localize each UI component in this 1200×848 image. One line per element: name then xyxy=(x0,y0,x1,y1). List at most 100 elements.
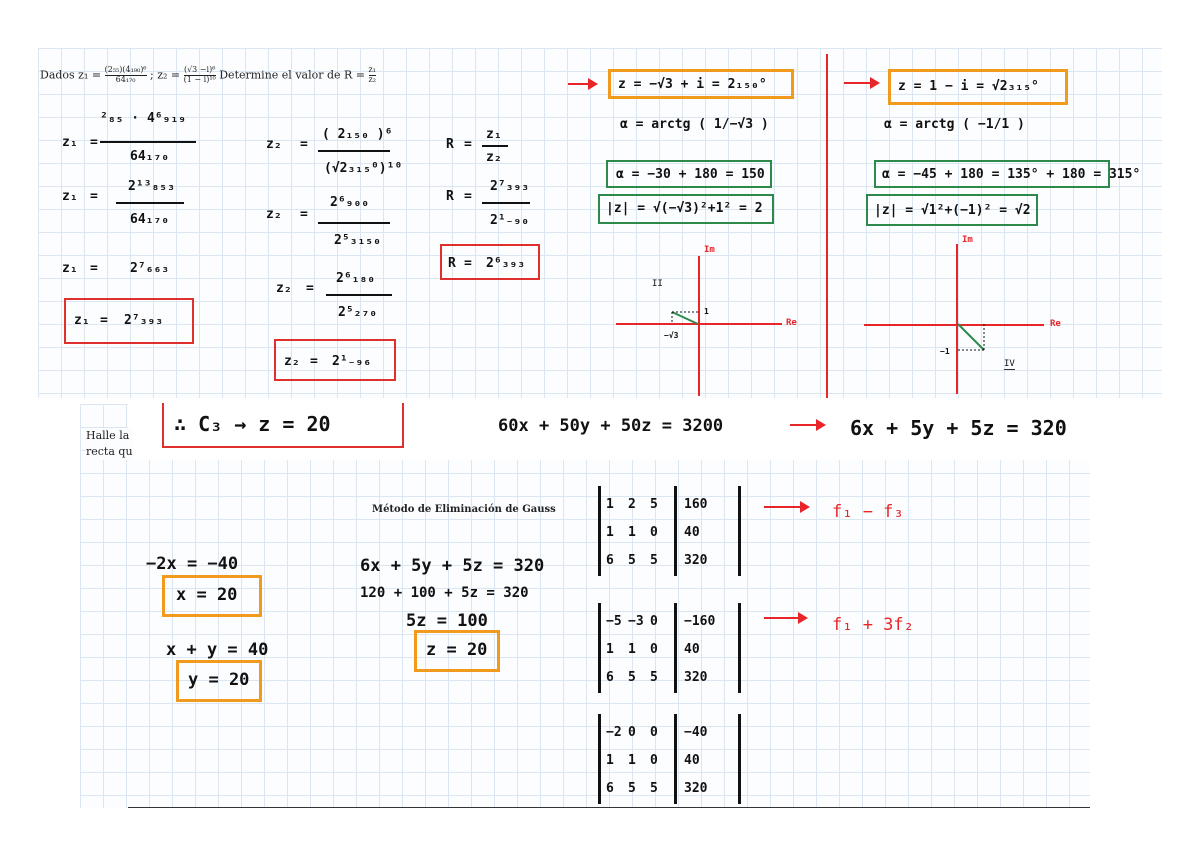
z1-result-box xyxy=(64,298,194,344)
page-bottom-line xyxy=(128,807,1090,808)
matrix-cell: 1 xyxy=(606,497,614,512)
arrow-op1 xyxy=(764,501,810,513)
problem2-prompt: Halle la recta qu xyxy=(86,428,133,460)
matrix-cell: 6 xyxy=(606,670,614,685)
polar-b-angle-box xyxy=(874,160,1110,188)
polar-a-im-axis xyxy=(698,256,700,396)
polar-b-im-axis xyxy=(956,244,958,394)
r-result-box xyxy=(440,244,540,280)
z2-step3-fraction-line xyxy=(326,294,392,296)
polar-b-modulus: |z| = √1²+(−1)² = √2 xyxy=(874,203,1031,218)
r-label-1: R xyxy=(446,137,454,152)
r-result-value: 2⁶₃₉₃ xyxy=(486,256,526,271)
prompt-mid: ; z₂ = xyxy=(150,68,184,82)
z2-step2-num: 2⁶₉₀₀ xyxy=(330,195,370,210)
polar-a-angle-box xyxy=(606,160,772,188)
matrix-cell: 40 xyxy=(684,753,700,768)
polar-b-form: z = 1 − i = √2₃₁₅° xyxy=(898,79,1039,94)
r-step2-fraction-line xyxy=(482,202,530,204)
equals-sign: = xyxy=(310,354,318,369)
equals-sign: = xyxy=(90,189,98,204)
matrix-cell: −2 xyxy=(606,725,622,740)
matrix-cell: 5 xyxy=(650,553,658,568)
z1-step1-fraction-line xyxy=(100,141,196,143)
prompt-suffix: Determine el valor de R = xyxy=(219,68,369,82)
prompt-z1-fraction: (2₅₅)(4₁₉₀)⁶ 64₁₇₀ xyxy=(104,65,147,85)
z1-label-3: z₁ xyxy=(62,261,78,276)
solve-x-equation: −2x = −40 xyxy=(146,554,239,574)
prompt-prefix: Dados z₁ = xyxy=(40,68,105,82)
matrix-cell: 5 xyxy=(650,497,658,512)
polar-b-im-label: Im xyxy=(962,235,973,245)
matrix-cell: 0 xyxy=(628,725,636,740)
z1-step2-num: 2¹³₈₅₃ xyxy=(128,179,175,194)
z2-step1-num: ( 2₁₅₀ )⁶ xyxy=(322,127,393,142)
polar-b-re-label: Re xyxy=(1050,319,1061,329)
z2-step3-den: 2⁵₂₇₀ xyxy=(338,305,378,320)
z1-step3: 2⁷₆₆₃ xyxy=(130,261,170,276)
equals-sign: = xyxy=(464,137,472,152)
matrix-cell: 0 xyxy=(650,614,658,629)
polar-b-tick-neg1: −1 xyxy=(940,347,950,356)
c3-result: ∴ C₃ → z = 20 xyxy=(174,412,331,436)
prompt-z2-fraction: (√3 −i)⁶ (1 − i)¹⁰ xyxy=(183,65,216,85)
polar-a-re-label: Re xyxy=(786,318,797,328)
matrix-cell: 320 xyxy=(684,670,708,685)
polar-b-angle-value: α = −45 + 180 = 135° + 180 = 315° xyxy=(882,167,1141,182)
matrix-cell: 6 xyxy=(606,553,614,568)
matrix-cell: 0 xyxy=(650,525,658,540)
r-step1-fraction-line xyxy=(482,145,508,147)
matrix-cell: 0 xyxy=(650,725,658,740)
polar-b-re-axis xyxy=(864,324,1044,326)
arrow-simplify xyxy=(790,419,826,431)
matrix-augment-divider xyxy=(674,486,677,576)
solve-z-equation-1: 6x + 5y + 5z = 320 xyxy=(360,556,545,576)
equation-original: 60x + 50y + 50z = 3200 xyxy=(498,416,724,436)
equals-sign: = xyxy=(90,261,98,276)
polar-b-vector xyxy=(957,323,985,351)
prompt-z2-num: (√3 −i)⁶ xyxy=(183,65,216,76)
matrix-left-bracket xyxy=(598,486,601,576)
z1-result-label: z₁ xyxy=(74,313,90,328)
row-operation-2: f₁ + 3f₂ xyxy=(832,615,914,635)
prompt-z2-den: (1 − i)¹⁰ xyxy=(183,74,216,84)
z1-step2-den: 64₁₇₀ xyxy=(130,212,170,227)
polar-b-angle-formula: α = arctg ( −1/1 ) xyxy=(884,117,1025,132)
prompt-r-fraction: z₁ z₂ xyxy=(368,65,376,85)
y-result: y = 20 xyxy=(188,670,250,690)
z1-result-value: 2⁷₃₉₃ xyxy=(124,313,164,328)
polar-b-modulus-box xyxy=(866,194,1038,226)
matrix-cell: 1 xyxy=(628,642,636,657)
z2-result-value: 2¹₋₉₆ xyxy=(332,354,372,369)
solve-y-equation: x + y = 40 xyxy=(166,640,269,660)
matrix-cell: 2 xyxy=(628,497,636,512)
matrix-cell: 1 xyxy=(628,525,636,540)
matrix-cell: −160 xyxy=(684,614,716,629)
prompt-r-den: z₂ xyxy=(368,74,376,84)
problem1-statement: Dados z₁ = (2₅₅)(4₁₉₀)⁶ 64₁₇₀ ; z₂ = (√3… xyxy=(40,65,376,85)
section-divider xyxy=(826,54,828,398)
matrix-cell: −40 xyxy=(684,725,708,740)
polar-a-vector xyxy=(671,311,699,325)
prompt-z1-num: (2₅₅)(4₁₉₀)⁶ xyxy=(104,65,147,76)
matrix-cell: 1 xyxy=(606,753,614,768)
z2-label-1: z₂ xyxy=(266,137,282,152)
matrix-cell: 5 xyxy=(628,553,636,568)
z1-label-1: z₁ xyxy=(62,135,78,150)
z2-step2-den: 2⁵₃₁₅₀ xyxy=(334,233,381,248)
polar-a-vector-line xyxy=(671,311,699,325)
matrix-cell: 5 xyxy=(628,781,636,796)
z2-step3-num: 2⁶₁₈₀ xyxy=(336,271,376,286)
z1-label-2: z₁ xyxy=(62,189,78,204)
x-result-box xyxy=(162,575,262,617)
problem2-prompt-line2: recta qu xyxy=(86,445,133,458)
worksheet-bottom xyxy=(80,404,1090,808)
z2-label-2: z₂ xyxy=(266,207,282,222)
polar-a-tick-1: 1 xyxy=(704,307,709,316)
z-result-box xyxy=(414,630,500,672)
z1-step1-num: ²₈₅ · 4⁶₉₁₉ xyxy=(100,111,187,126)
matrix-cell: −5 xyxy=(606,614,622,629)
matrix-cell: 5 xyxy=(650,781,658,796)
